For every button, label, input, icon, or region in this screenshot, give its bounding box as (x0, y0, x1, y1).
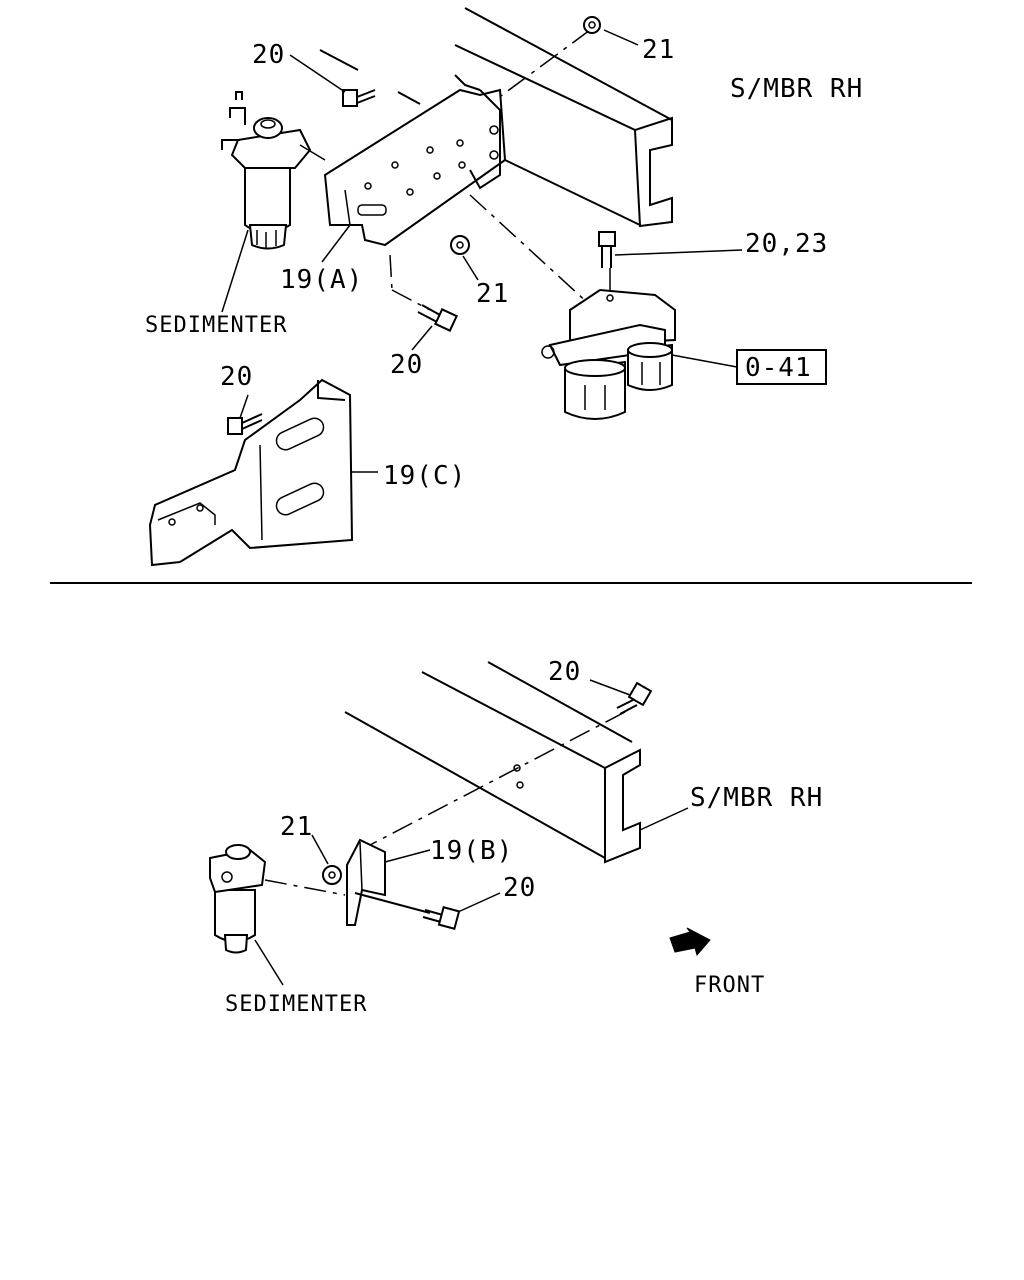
label-bolt-top-lower: 20 (548, 657, 581, 687)
leader-bolt-bracket-c (239, 394, 249, 419)
nut-21-lower-view (322, 865, 342, 885)
label-bolt-lower: 20 (390, 350, 423, 380)
label-bolt-filter: 20,23 (745, 229, 828, 259)
label-bracket-c: 19(C) (383, 461, 466, 491)
bracket-19c (148, 378, 354, 567)
sedimenter-upper (221, 91, 326, 250)
nut-21-top (583, 16, 601, 34)
label-bolt-top: 20 (252, 40, 285, 70)
centerline-filter (469, 194, 591, 306)
centerline-bolt-lower-2 (391, 289, 431, 311)
bracket-19a (323, 74, 507, 247)
bolt-20-23 (598, 231, 616, 268)
label-bolt-lower-view: 20 (503, 873, 536, 903)
leader-nut-lower (462, 255, 479, 281)
label-bracket-b: 19(B) (430, 836, 513, 866)
bolt-20-bracket-c (227, 413, 263, 435)
centerline-bolt-lower (389, 254, 393, 291)
label-bolt-bracket-c: 20 (220, 362, 253, 392)
label-nut-lower: 21 (476, 279, 509, 309)
bolt-20-upper (342, 89, 376, 107)
leader-bracket-b (384, 849, 431, 863)
label-nut-top: 21 (642, 35, 675, 65)
label-sedimenter-lower: SEDIMENTER (225, 992, 367, 1017)
leader-nut-lower-view (311, 834, 329, 865)
leader-sedimenter-upper (221, 229, 249, 313)
bolt-20-lower (417, 304, 458, 332)
side-member-upper (319, 7, 673, 228)
label-front: FRONT (694, 973, 765, 998)
nut-21-lower (450, 235, 470, 255)
leader-bolt-lower (411, 325, 433, 351)
fuel-filter-assembly (541, 288, 676, 420)
label-bracket-a: 19(A) (280, 265, 363, 295)
label-sedimenter-upper: SEDIMENTER (145, 313, 287, 338)
leader-bolt-top (289, 54, 346, 93)
bracket-19b (346, 838, 386, 926)
label-filter-ref: 0-41 (745, 353, 812, 383)
leader-bolt-top-lower (589, 679, 631, 696)
sedimenter-lower (209, 844, 267, 954)
bolt-20-lower-view (354, 892, 461, 930)
lower-view: 20 S/MBR RH 21 19(B) 20 FRONT SEDIMENTER (209, 657, 823, 1017)
leader-bolt-filter (614, 249, 743, 256)
filter-ref-box (736, 349, 827, 385)
leader-frame-lower (639, 807, 689, 831)
leader-nut-top (603, 29, 639, 46)
upper-view: 20 21 S/MBR RH 20,23 19(A) 21 SEDIMENTER… (145, 7, 863, 567)
front-arrow-icon (669, 927, 711, 957)
label-nut-lower-view: 21 (280, 812, 313, 842)
label-frame-lower: S/MBR RH (690, 783, 823, 813)
leader-sedimenter-lower (254, 939, 284, 986)
bolt-20-top-lower (616, 681, 653, 715)
leader-filter-ref (671, 354, 738, 368)
centerline-bolt-top-lower (369, 711, 626, 846)
label-frame-upper: S/MBR RH (730, 74, 863, 104)
centerline-sedimenter (264, 879, 346, 896)
leader-bolt-lower-view (457, 892, 501, 913)
leader-bracket-a (321, 224, 351, 263)
side-member-lower (344, 661, 641, 864)
